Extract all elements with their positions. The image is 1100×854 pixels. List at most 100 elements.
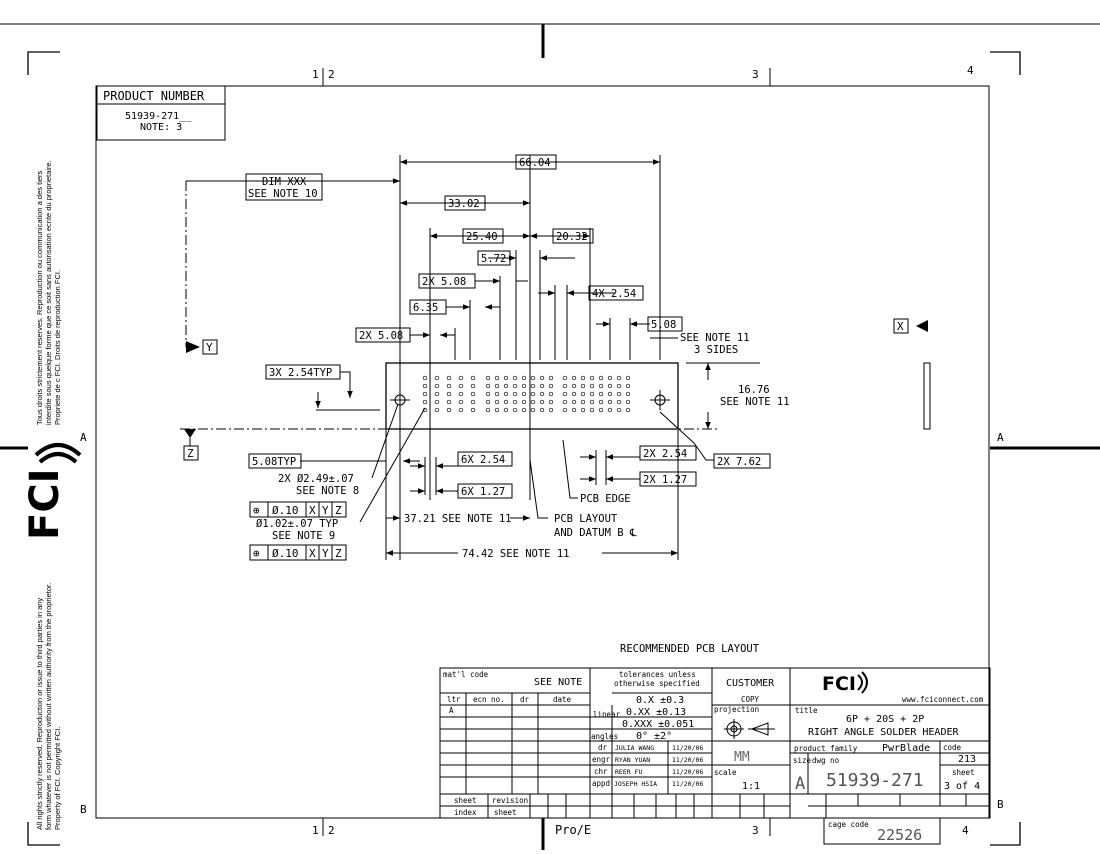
dim-xxx-label: DIM XXX bbox=[262, 176, 307, 188]
dim-2x-5-08-a: 2X 5.08 bbox=[422, 276, 466, 288]
pin-hole bbox=[503, 375, 509, 381]
part-title-2: RIGHT ANGLE SOLDER HEADER bbox=[808, 727, 959, 738]
datum-labels: Y Z X bbox=[183, 318, 909, 461]
hole-note-2-ref: SEE NOTE 9 bbox=[272, 530, 335, 542]
pin-hole bbox=[616, 391, 622, 397]
projection-label: projection bbox=[714, 705, 759, 714]
pin-hole bbox=[422, 399, 428, 405]
pin-hole bbox=[616, 383, 622, 389]
role-dr: dr bbox=[598, 743, 608, 752]
pin-hole bbox=[458, 391, 464, 397]
zone-bottom-3: 3 bbox=[752, 824, 759, 837]
pin-hole bbox=[530, 383, 536, 389]
matl-code-label: mat'l code bbox=[443, 670, 489, 679]
pin-hole bbox=[434, 375, 440, 381]
rev-col-ecn: ecn no. bbox=[473, 695, 505, 704]
pin-hole bbox=[548, 375, 554, 381]
hole-note-1: 2X Ø2.49±.07 bbox=[278, 473, 354, 485]
projection-symbol bbox=[724, 719, 775, 739]
dim-2x-1-27: 2X 1.27 bbox=[643, 474, 687, 486]
pin-hole bbox=[434, 383, 440, 389]
pin-hole bbox=[562, 407, 568, 413]
pin-hole bbox=[571, 383, 577, 389]
pin-hole bbox=[607, 399, 613, 405]
pin-hole bbox=[571, 399, 577, 405]
cage-code: 22526 bbox=[877, 826, 922, 844]
fci-logo-text: FCI bbox=[22, 468, 68, 540]
pin-hole bbox=[530, 407, 536, 413]
dim-3x-2-54-typ: 3X 2.54TYP bbox=[269, 367, 332, 379]
pin-hole bbox=[539, 399, 545, 405]
pin-hole bbox=[589, 383, 595, 389]
date-chr: 11/20/06 bbox=[672, 768, 703, 776]
pin-hole bbox=[521, 399, 527, 405]
name-chr: REER FU bbox=[615, 768, 642, 776]
datum-z: Z bbox=[187, 447, 194, 460]
pin-hole bbox=[607, 383, 613, 389]
pin-hole bbox=[625, 375, 631, 381]
dim-4x-2-54: 4X 2.54 bbox=[592, 288, 636, 300]
pin-hole bbox=[458, 383, 464, 389]
role-engr: engr bbox=[592, 755, 611, 764]
code-label: code bbox=[943, 743, 962, 752]
dim-6-35: 6.35 bbox=[413, 302, 438, 314]
pin-hole bbox=[616, 407, 622, 413]
sheet-label: sheet bbox=[952, 768, 975, 777]
pin-hole bbox=[470, 407, 476, 413]
pin-hole bbox=[589, 391, 595, 397]
zone-labels: 1 2 3 4 1 2 Pro/E 3 4 A B A B bbox=[80, 64, 1004, 837]
pin-hole bbox=[539, 391, 545, 397]
pin-hole bbox=[607, 375, 613, 381]
pin-hole bbox=[485, 383, 491, 389]
revision-header: revision bbox=[492, 796, 528, 805]
pin-hole bbox=[494, 383, 500, 389]
dim-6x-2-54: 6X 2.54 bbox=[461, 454, 505, 466]
pin-hole bbox=[539, 375, 545, 381]
pin-hole bbox=[422, 391, 428, 397]
pin-hole bbox=[598, 375, 604, 381]
pin-hole bbox=[503, 399, 509, 405]
pin-hole bbox=[530, 399, 536, 405]
role-appd: appd bbox=[592, 779, 610, 788]
pin-hole bbox=[494, 399, 500, 405]
feature-control-frame-1: ⊕ Ø.10 X Y Z bbox=[249, 501, 347, 518]
pin-hole bbox=[521, 407, 527, 413]
dim-2x-2-54: 2X 2.54 bbox=[643, 448, 687, 460]
pin-hole bbox=[562, 391, 568, 397]
pin-hole bbox=[625, 383, 631, 389]
zone-top-2: 2 bbox=[328, 68, 335, 81]
datum-b-label: AND DATUM B ℄ bbox=[554, 527, 637, 539]
copy-label: COPY bbox=[741, 695, 760, 704]
datum-y: Y bbox=[206, 341, 213, 354]
pin-hole bbox=[446, 391, 452, 397]
pin-hole bbox=[485, 375, 491, 381]
svg-text:Ø.10: Ø.10 bbox=[272, 547, 299, 560]
part-title-1: 6P + 20S + 2P bbox=[846, 714, 924, 725]
recommended-pcb-layout: RECOMMENDED PCB LAYOUT bbox=[620, 643, 760, 655]
svg-text:interdite sous quelque forme q: interdite sous quelque forme que ce soit… bbox=[44, 160, 53, 425]
rev-col-date: date bbox=[553, 695, 572, 704]
zone-bottom-2: 2 bbox=[328, 824, 335, 837]
pin-hole bbox=[434, 391, 440, 397]
dim-xxx-note: SEE NOTE 10 bbox=[248, 188, 318, 200]
pin-hole bbox=[503, 407, 509, 413]
tolerance-xxx: 0.XXX ±0.051 bbox=[622, 719, 694, 730]
title-block bbox=[439, 667, 991, 845]
rev-a: A bbox=[449, 706, 454, 715]
pcb-edge-label: PCB EDGE bbox=[580, 493, 631, 505]
dim-20-32: 20.32 bbox=[556, 231, 588, 243]
pin-hole bbox=[598, 383, 604, 389]
dim-66-04: 66.04 bbox=[519, 157, 551, 169]
svg-text:Propriete de c FCI. Droits de: Propriete de c FCI. Droits de reproducti… bbox=[53, 270, 62, 425]
pin-hole bbox=[521, 375, 527, 381]
pin-hole bbox=[470, 391, 476, 397]
pin-hole bbox=[589, 375, 595, 381]
scale-label: scale bbox=[714, 768, 737, 777]
product-number-note: NOTE: 3 bbox=[140, 122, 182, 133]
tolerance-xx: 0.XX ±0.13 bbox=[626, 707, 686, 718]
product-family: PwrBlade bbox=[882, 743, 930, 754]
website: www.fciconnect.com bbox=[902, 695, 984, 704]
feature-control-frame-2: ⊕ Ø.10 X Y Z bbox=[249, 544, 347, 561]
code-value: 213 bbox=[958, 754, 976, 765]
